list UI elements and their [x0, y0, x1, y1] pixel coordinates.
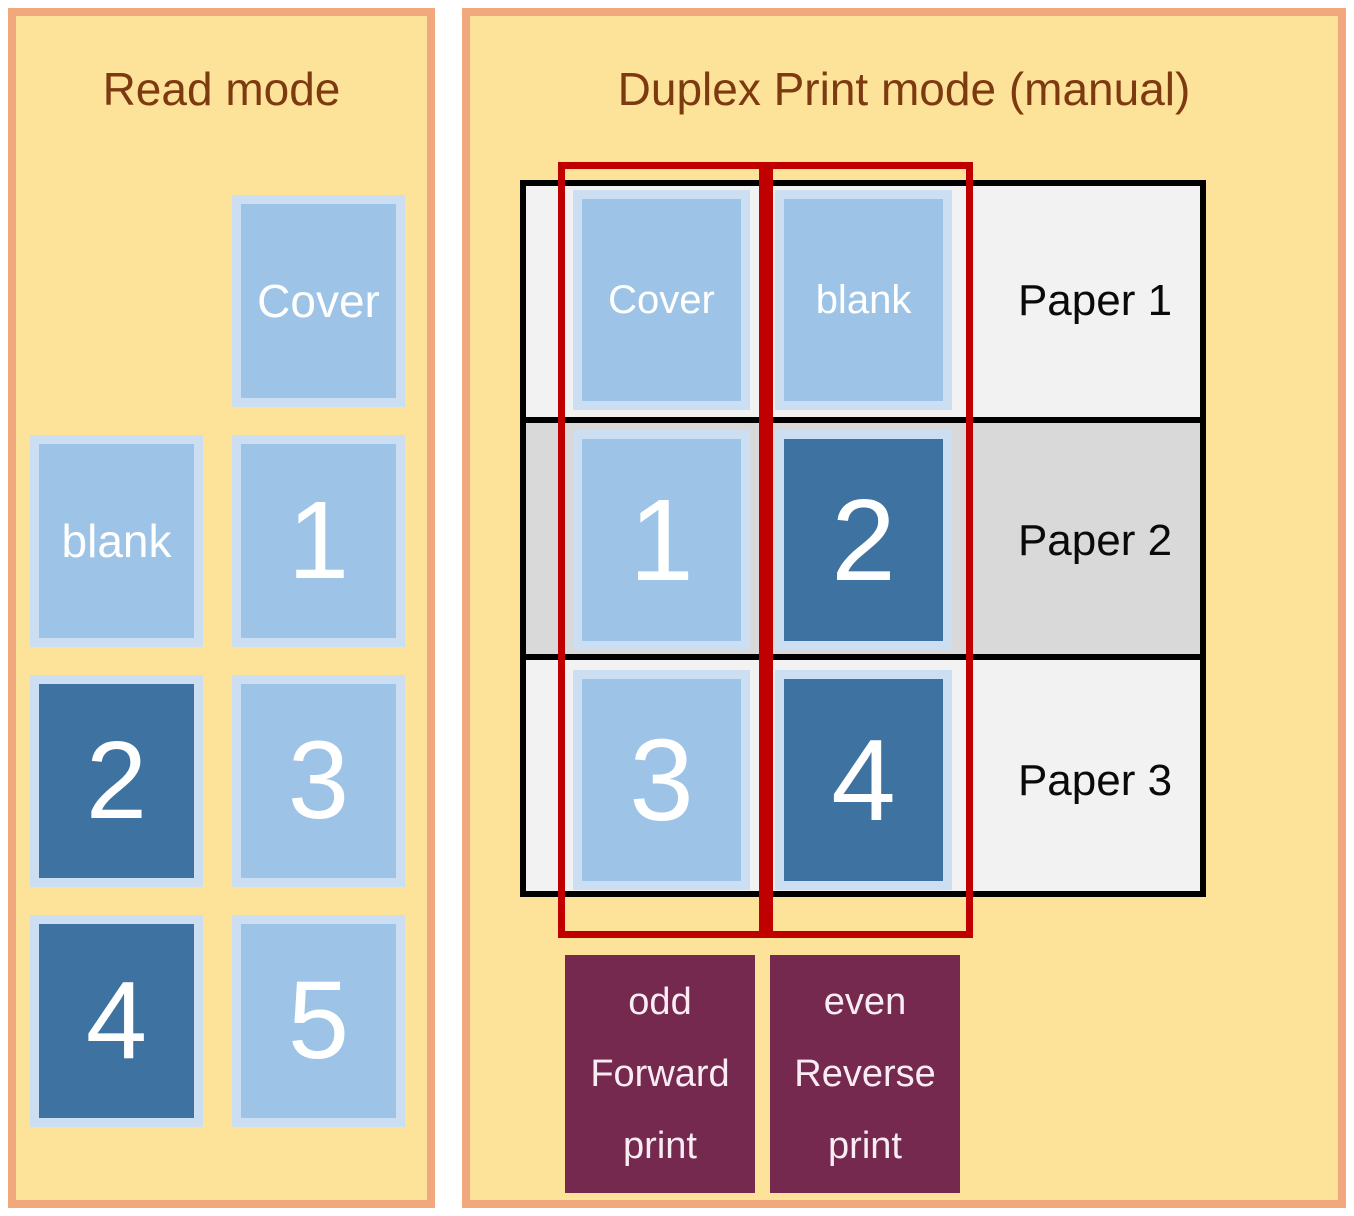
sheet2-front-label: 1: [629, 475, 694, 605]
odd-pass-highlight-rect: [558, 162, 766, 938]
odd-forward-print-line3: print: [623, 1125, 697, 1167]
duplex-print-mode-title: Duplex Print mode (manual): [617, 63, 1191, 115]
read-page-3-label: 3: [287, 719, 350, 842]
read-page-cover-label: Cover: [257, 275, 380, 327]
sheet1-front-page: Cover: [573, 190, 750, 410]
sheet1-front-label: Cover: [608, 278, 715, 322]
paper-1-label: Paper 1: [1017, 276, 1173, 325]
sheet2-back-page: 2: [775, 430, 952, 650]
read-page-1-label: 1: [287, 479, 350, 602]
read-page-5-label: 5: [287, 959, 350, 1082]
sheet1-back-label: blank: [815, 278, 912, 322]
even-pass-highlight-rect: [766, 162, 973, 938]
odd-forward-print-line2: Forward: [590, 1053, 730, 1095]
sheet3-front-label: 3: [629, 715, 694, 845]
duplex-print-mode-panel: Duplex Print mode (manual) Cover blank P…: [462, 8, 1346, 1208]
read-mode-title: Read mode: [102, 63, 341, 115]
read-mode-panel: Read mode Cover blank 1 2 3 4 5: [8, 8, 435, 1208]
even-reverse-print-box: even Reverse print: [770, 955, 960, 1193]
even-reverse-print-line3: print: [828, 1125, 902, 1167]
read-page-blank: blank: [30, 435, 203, 647]
sheet1-back-page: blank: [775, 190, 952, 410]
paper-3-label: Paper 3: [1017, 756, 1173, 805]
read-page-cover: Cover: [232, 195, 405, 407]
sheet2-back-label: 2: [831, 475, 896, 605]
read-page-1: 1: [232, 435, 405, 647]
read-page-3: 3: [232, 675, 405, 887]
paper-2-label: Paper 2: [1017, 516, 1173, 565]
odd-forward-print-box: odd Forward print: [565, 955, 755, 1193]
read-page-2: 2: [30, 675, 203, 887]
sheet2-front-page: 1: [573, 430, 750, 650]
odd-forward-print-line1: odd: [628, 981, 692, 1023]
even-reverse-print-line1: even: [823, 981, 907, 1023]
read-page-2-label: 2: [85, 719, 148, 842]
read-page-4-label: 4: [85, 959, 148, 1082]
read-page-4: 4: [30, 915, 203, 1127]
even-reverse-print-line2: Reverse: [794, 1053, 936, 1095]
sheet3-back-page: 4: [775, 670, 952, 890]
sheet3-back-label: 4: [831, 715, 896, 845]
read-page-blank-label: blank: [61, 515, 172, 567]
sheet3-front-page: 3: [573, 670, 750, 890]
read-page-5: 5: [232, 915, 405, 1127]
